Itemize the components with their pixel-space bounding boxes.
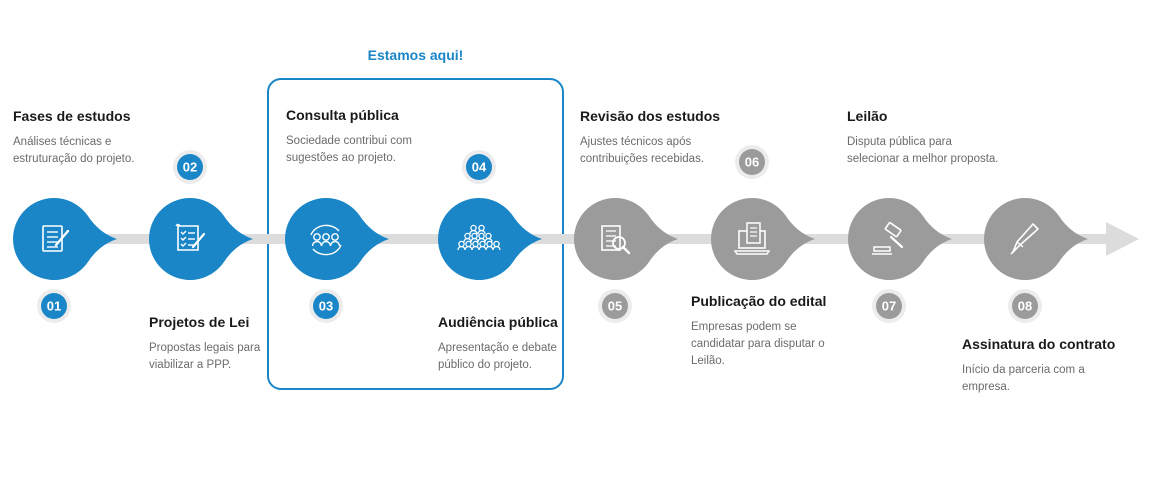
laptop-document-icon bbox=[733, 222, 771, 255]
description-line: contribuições recebidas. bbox=[580, 153, 705, 165]
step-05-teardrop bbox=[573, 198, 678, 280]
description-line: Propostas legais para bbox=[149, 342, 261, 354]
audience-icon bbox=[457, 224, 501, 251]
description-line: Leilão. bbox=[691, 355, 725, 367]
step-06-node bbox=[710, 198, 815, 280]
step-06-badge: 06 bbox=[735, 145, 769, 179]
step-06-description: Empresas podem se candidatar para disputa… bbox=[691, 319, 841, 370]
step-number: 05 bbox=[608, 299, 622, 314]
step-08-description: Início da parceria com a empresa. bbox=[962, 362, 1112, 396]
step-02-node bbox=[148, 198, 253, 280]
description-line: sugestões ao projeto. bbox=[286, 152, 396, 164]
step-02-badge: 02 bbox=[173, 150, 207, 184]
step-08-title: Assinatura do contrato bbox=[962, 336, 1116, 352]
step-06-teardrop bbox=[710, 198, 815, 280]
step-02-title: Projetos de Lei bbox=[149, 314, 250, 330]
step-08-node bbox=[983, 198, 1088, 280]
step-07-teardrop bbox=[847, 198, 952, 280]
step-07-badge: 07 bbox=[872, 289, 906, 323]
step-08-teardrop bbox=[983, 198, 1088, 280]
step-number: 04 bbox=[472, 160, 487, 175]
pen-icon bbox=[1010, 223, 1039, 255]
step-02-description: Propostas legais para viabilizar a PPP. bbox=[149, 340, 299, 374]
step-01-teardrop bbox=[12, 198, 117, 280]
description-line: candidatar para disputar o bbox=[691, 338, 825, 350]
step-number: 08 bbox=[1018, 299, 1032, 314]
document-magnifier-icon bbox=[601, 225, 631, 255]
current-stage-label: Estamos aqui! bbox=[367, 47, 464, 63]
description-line: empresa. bbox=[962, 381, 1010, 393]
step-06-title: Publicação do edital bbox=[691, 293, 827, 309]
step-01-description: Análises técnicas e estruturação do proje… bbox=[13, 134, 163, 168]
description-line: Ajustes técnicos após bbox=[580, 136, 692, 148]
people-cycle-icon bbox=[310, 224, 342, 256]
step-05-title: Revisão dos estudos bbox=[580, 108, 721, 124]
step-01-title: Fases de estudos bbox=[13, 108, 131, 124]
description-line: Sociedade contribui com bbox=[286, 135, 412, 147]
checklist-icon bbox=[175, 223, 206, 251]
step-04-node bbox=[437, 198, 542, 280]
step-08-badge: 08 bbox=[1008, 289, 1042, 323]
step-01-badge: 01 bbox=[37, 289, 71, 323]
step-04-badge: 04 bbox=[462, 150, 496, 184]
description-line: viabilizar a PPP. bbox=[149, 359, 232, 371]
step-07-description: Disputa pública para selecionar a melhor … bbox=[847, 134, 999, 168]
timeline-arrow bbox=[1106, 222, 1139, 256]
document-pen-icon bbox=[42, 225, 70, 252]
description-line: Análises técnicas e bbox=[13, 136, 112, 148]
step-04-title: Audiência pública bbox=[438, 314, 558, 330]
description-line: selecionar a melhor proposta. bbox=[847, 153, 999, 165]
description-line: Apresentação e debate bbox=[438, 342, 557, 354]
step-05-description: Ajustes técnicos após contribuições receb… bbox=[580, 134, 730, 168]
description-line: Início da parceria com a bbox=[962, 364, 1085, 376]
description-line: estruturação do projeto. bbox=[13, 153, 135, 165]
step-04-description: Apresentação e debate público do projeto. bbox=[438, 340, 588, 374]
step-number: 03 bbox=[319, 299, 333, 314]
step-07-node bbox=[847, 198, 952, 280]
description-line: público do projeto. bbox=[438, 359, 532, 371]
step-01-node bbox=[12, 198, 117, 280]
step-03-node bbox=[284, 198, 389, 280]
step-03-badge: 03 bbox=[309, 289, 343, 323]
description-line: Disputa pública para bbox=[847, 136, 952, 148]
step-number: 07 bbox=[882, 299, 896, 314]
description-line: Empresas podem se bbox=[691, 321, 797, 333]
step-03-description: Sociedade contribui com sugestões ao proj… bbox=[286, 133, 436, 167]
step-number: 06 bbox=[745, 155, 759, 170]
step-07-title: Leilão bbox=[847, 108, 888, 124]
gavel-icon bbox=[872, 221, 904, 255]
step-05-node bbox=[573, 198, 678, 280]
step-03-title: Consulta pública bbox=[286, 107, 399, 123]
step-number: 01 bbox=[47, 299, 61, 314]
step-number: 02 bbox=[183, 160, 197, 175]
step-05-badge: 05 bbox=[598, 289, 632, 323]
